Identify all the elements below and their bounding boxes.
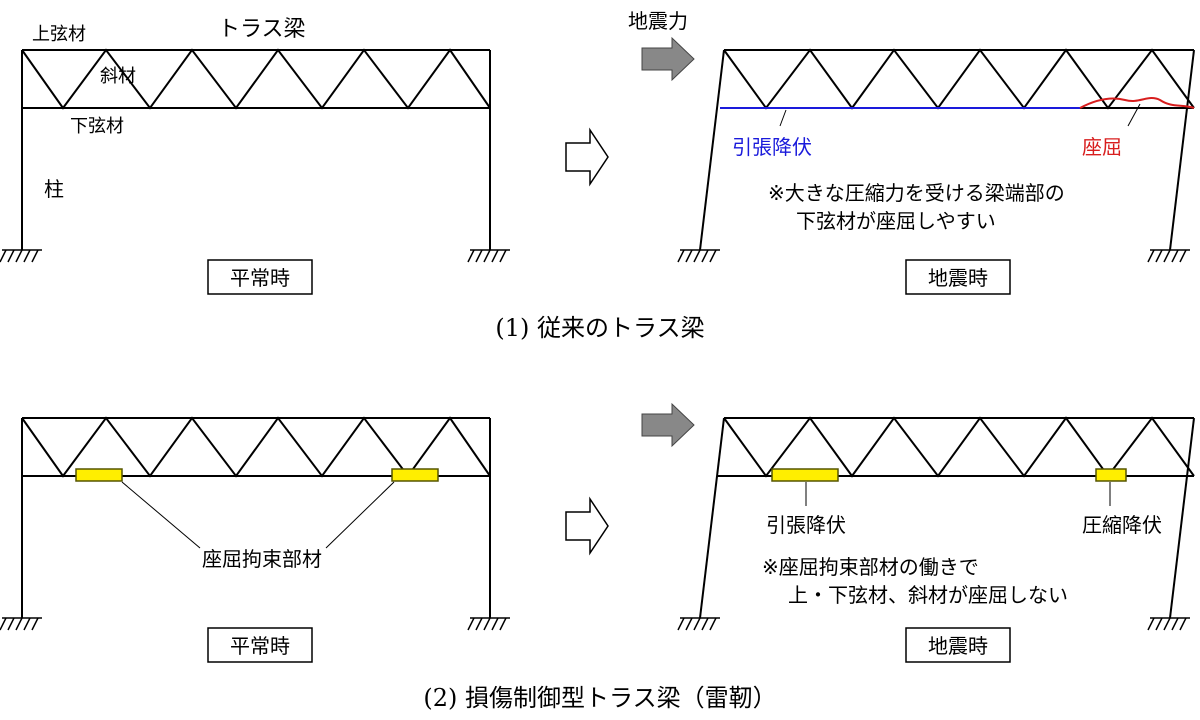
s1-normal-frame	[21, 48, 491, 250]
buckled-chord	[1079, 97, 1195, 109]
section-2: 座屈拘束部材 平常時	[0, 402, 1195, 712]
s2-quake-state-box: 地震時	[905, 627, 1011, 663]
state-label-normal: 平常時	[230, 266, 290, 290]
seismic-force-arrow-icon	[641, 402, 695, 448]
brb-left	[75, 468, 123, 482]
s2-normal-supports	[0, 617, 510, 631]
transition-arrow-icon	[565, 496, 609, 556]
left-column-drifted	[699, 49, 725, 251]
label-diagonal: 斜材	[100, 66, 136, 87]
truss-diagonals	[723, 416, 1195, 478]
s1-quake-state-box: 地震時	[905, 259, 1011, 295]
label-truss-beam: トラス梁	[218, 17, 306, 42]
transition-arrow-icon	[565, 127, 609, 187]
truss-diagonals	[21, 416, 491, 478]
label-top-chord: 上弦材	[32, 24, 86, 45]
leader-buckle	[1127, 103, 1141, 127]
s1-normal-supports	[0, 249, 510, 263]
label-buckling: 座屈	[1082, 135, 1122, 159]
brb-right-shortened	[1095, 468, 1127, 482]
seismic-force-arrow-icon	[641, 36, 695, 82]
brb-left-elongated	[771, 468, 839, 482]
label-tension-yield: 引張降伏	[732, 135, 812, 159]
right-column-drifted	[1169, 49, 1195, 251]
caption-section-2: (2) 損傷制御型トラス梁（雷靭）	[423, 684, 776, 712]
s2-normal-frame	[21, 416, 491, 618]
label-column: 柱	[44, 177, 64, 201]
left-column-drifted	[699, 417, 725, 619]
section-1: 上弦材 トラス梁 斜材 下弦材 柱 平常時 地震力	[0, 9, 1195, 342]
label-seismic-force: 地震力	[628, 9, 688, 33]
brb-right	[391, 468, 439, 482]
label-bottom-chord: 下弦材	[70, 116, 124, 137]
s2-quake-frame	[699, 416, 1195, 619]
s1-normal-state-box: 平常時	[207, 259, 313, 295]
label-buckling-restrained-member: 座屈拘束部材	[202, 547, 322, 571]
truss-diagonals	[21, 48, 491, 110]
state-label-quake: 地震時	[928, 634, 988, 658]
note-line-2: 上・下弦材、斜材が座屈しない	[788, 583, 1068, 607]
leader-brb-left	[121, 481, 201, 549]
label-compression-yield: 圧縮降伏	[1082, 513, 1162, 537]
leader-brb-right	[325, 481, 395, 549]
note-line-2: 下弦材が座屈しやすい	[796, 209, 996, 233]
caption-section-1: (1) 従来のトラス梁	[495, 314, 704, 342]
note-line-1: ※座屈拘束部材の働きで	[762, 555, 979, 579]
s2-quake-supports	[677, 617, 1190, 631]
s2-normal-state-box: 平常時	[207, 627, 313, 663]
note-line-1: ※大きな圧縮力を受ける梁端部の	[768, 181, 1065, 205]
right-column-drifted	[1169, 417, 1195, 619]
label-tension-yield: 引張降伏	[766, 513, 846, 537]
state-label-normal: 平常時	[230, 634, 290, 658]
leader-tension	[779, 109, 787, 127]
state-label-quake: 地震時	[928, 266, 988, 290]
s1-quake-supports	[677, 249, 1190, 263]
